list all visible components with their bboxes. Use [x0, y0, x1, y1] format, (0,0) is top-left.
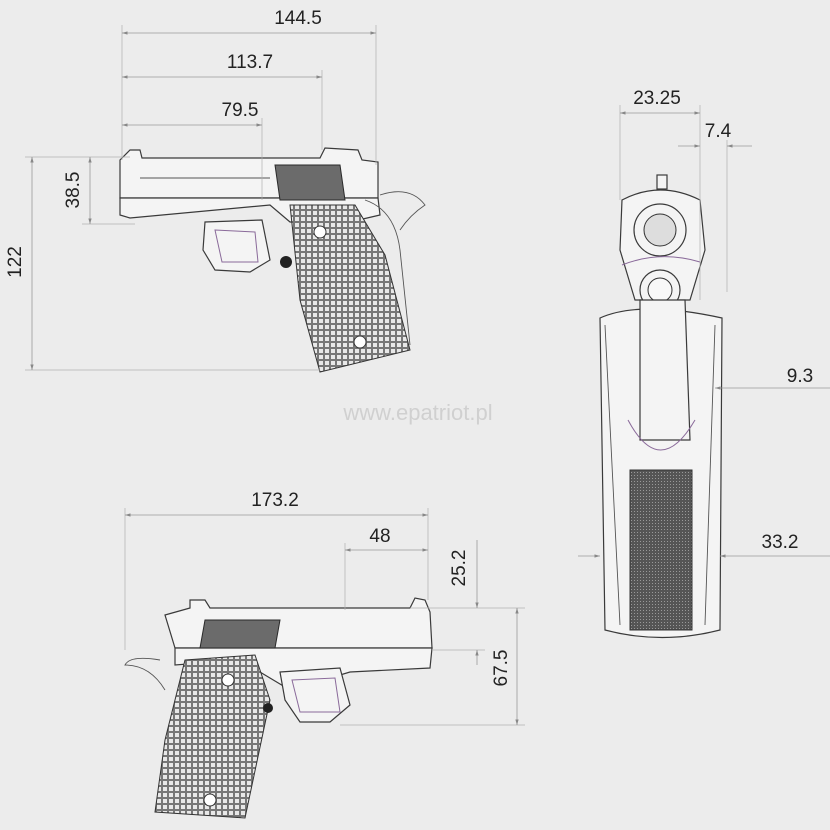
pistol-side-view-right: [119, 147, 426, 373]
dimensions-side-bottom: 173.2 48 25.2 67.5: [124, 490, 525, 726]
pistol-front-view: [599, 174, 723, 639]
pistol-side-view-left: [124, 597, 433, 819]
dim-height-1: 25.2: [449, 550, 470, 587]
watermark: www.epatriot.pl: [342, 400, 492, 425]
dimensions-front: 23.25 7.4 9.3 33.2: [578, 88, 830, 558]
dim-offset-2: 9.3: [787, 366, 813, 387]
dim-sight-offset: 7.4: [705, 121, 732, 142]
dim-slide-height: 38.5: [63, 172, 84, 209]
dim-length-2: 48: [369, 526, 390, 547]
dim-width: 23.25: [633, 88, 681, 109]
dim-length-2: 113.7: [227, 52, 273, 73]
dim-grip-width: 33.2: [762, 532, 799, 553]
dim-height-2: 67.5: [491, 650, 512, 687]
dimensions-side-top: 144.5 113.7 79.5 122 38.5: [5, 8, 377, 371]
dim-length-3: 79.5: [222, 100, 259, 121]
dim-overall-length: 144.5: [274, 8, 322, 29]
dim-overall-height: 122: [5, 246, 26, 278]
dim-overall-length: 173.2: [251, 490, 299, 511]
